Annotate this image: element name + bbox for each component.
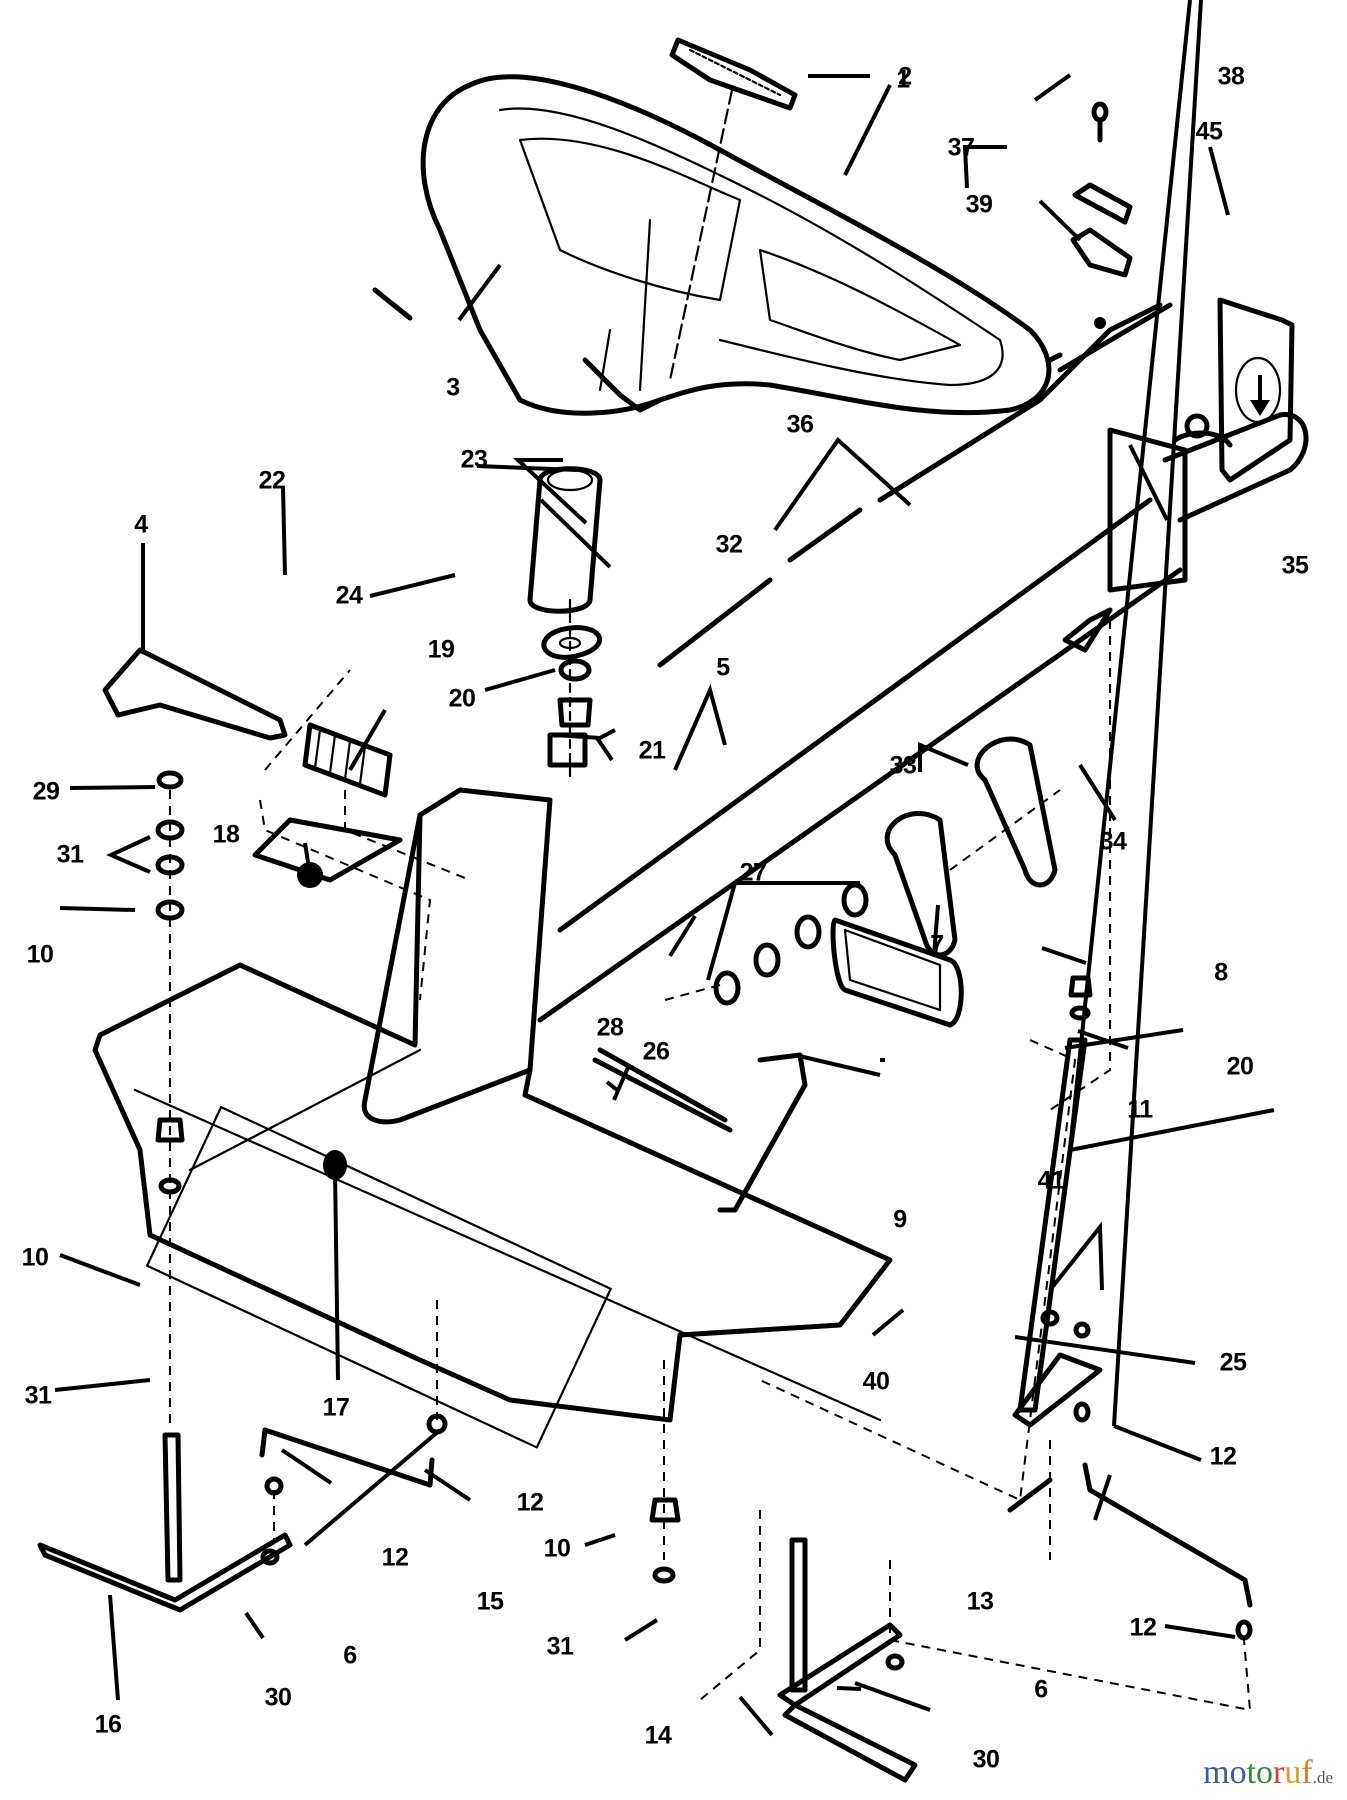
- cable-rod: [657, 302, 1173, 668]
- callout-29: 29: [32, 777, 60, 806]
- callout-23: 23: [460, 445, 488, 474]
- callout-30: 30: [264, 1683, 292, 1712]
- watermark-letter: f: [1301, 1754, 1313, 1791]
- callout-2: 2: [898, 62, 912, 91]
- vertical-rod: [1012, 1037, 1103, 1428]
- watermark-logo: motoruf.de: [1203, 1756, 1333, 1790]
- callout-31: 31: [56, 840, 84, 869]
- callout-13: 13: [966, 1587, 994, 1616]
- callout-25: 25: [1219, 1348, 1247, 1377]
- callout-3: 3: [446, 373, 460, 402]
- callout-27: 27: [739, 858, 767, 887]
- emblem: [668, 37, 798, 382]
- pin: [372, 287, 413, 321]
- callout-21: 21: [638, 736, 666, 765]
- watermark-letter: o: [1229, 1754, 1247, 1791]
- callout-6: 6: [343, 1641, 357, 1670]
- callout-1: 1: [896, 65, 910, 94]
- callout-7: 7: [930, 930, 944, 959]
- watermark-letter: o: [1256, 1754, 1274, 1791]
- pedal: [592, 917, 964, 1213]
- watermark-letter: u: [1284, 1754, 1302, 1791]
- callout-41: 41: [1037, 1166, 1065, 1195]
- callout-40: 40: [862, 1367, 890, 1396]
- callout-22: 22: [258, 466, 286, 495]
- spindle-left: [37, 1432, 293, 1613]
- callout-24: 24: [335, 581, 363, 610]
- column-assembly: [527, 466, 603, 782]
- watermark-text: motoruf: [1203, 1754, 1313, 1791]
- callout-10: 10: [543, 1534, 571, 1563]
- callout-32: 32: [715, 530, 743, 559]
- callout-38: 38: [1217, 62, 1245, 91]
- callout-9: 9: [893, 1205, 907, 1234]
- callout-39: 39: [965, 190, 993, 219]
- callout-30: 30: [972, 1745, 1000, 1774]
- callout-31: 31: [546, 1632, 574, 1661]
- callout-12: 12: [381, 1543, 409, 1572]
- callout-20: 20: [448, 684, 476, 713]
- watermark-tld: .de: [1312, 1768, 1333, 1787]
- callout-12: 12: [1129, 1613, 1157, 1642]
- tie-rod-right: [1082, 1462, 1253, 1608]
- callout-12: 12: [516, 1488, 544, 1517]
- leader-lines: [54, 0, 1275, 1737]
- spring: [302, 722, 393, 798]
- watermark-letter: m: [1203, 1754, 1230, 1791]
- callout-36: 36: [786, 410, 814, 439]
- callout-33: 33: [889, 751, 917, 780]
- callout-28: 28: [596, 1013, 624, 1042]
- callout-31: 31: [24, 1381, 52, 1410]
- watermark-letter: r: [1273, 1754, 1285, 1791]
- callout-10: 10: [21, 1243, 49, 1272]
- callout-45: 45: [1195, 117, 1223, 146]
- frame: [92, 787, 893, 1449]
- callout-37: 37: [947, 133, 975, 162]
- callout-10: 10: [26, 940, 54, 969]
- callout-6: 6: [1034, 1675, 1048, 1704]
- callout-19: 19: [427, 635, 455, 664]
- callout-8: 8: [1214, 958, 1228, 987]
- callout-35: 35: [1281, 551, 1309, 580]
- callout-34: 34: [1099, 827, 1127, 856]
- callout-18: 18: [212, 820, 240, 849]
- callout-16: 16: [94, 1710, 122, 1739]
- hardware: [155, 101, 1295, 1671]
- callout-14: 14: [644, 1721, 672, 1750]
- callout-20: 20: [1226, 1052, 1254, 1081]
- bracket: [102, 647, 288, 741]
- callout-5: 5: [716, 653, 730, 682]
- watermark-letter: t: [1246, 1754, 1257, 1791]
- callout-4: 4: [134, 510, 148, 539]
- callout-15: 15: [476, 1587, 504, 1616]
- callout-26: 26: [642, 1037, 670, 1066]
- callout-11: 11: [1127, 1095, 1153, 1124]
- steering-wheel: [420, 74, 1052, 416]
- callout-12: 12: [1209, 1442, 1237, 1471]
- spindle-right: [777, 1537, 918, 1783]
- callout-17: 17: [322, 1393, 350, 1422]
